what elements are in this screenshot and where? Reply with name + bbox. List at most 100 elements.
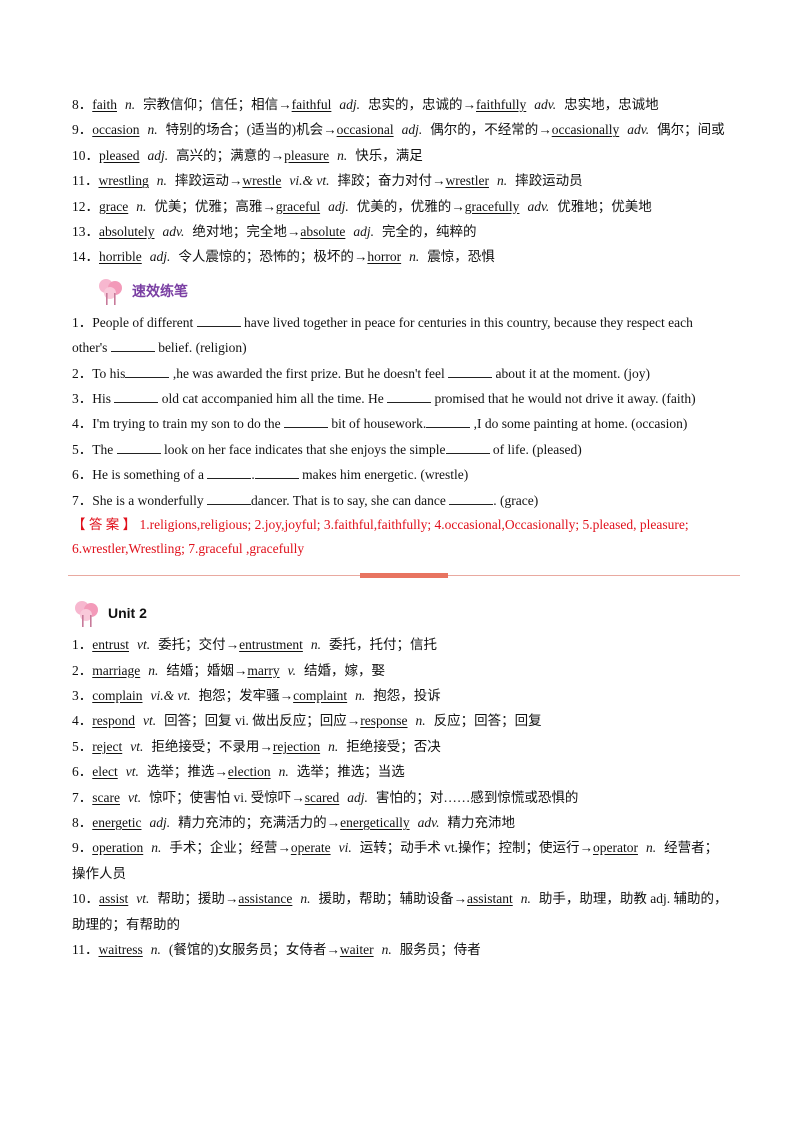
- definition: 抱怨，投诉: [373, 687, 441, 703]
- part-of-speech: adj.: [147, 147, 169, 163]
- derived-word: occasionally: [551, 122, 620, 138]
- part-of-speech: n.: [409, 249, 420, 265]
- definition: 忠实的，忠诚的→: [368, 97, 477, 112]
- item-number: 7．: [72, 492, 93, 508]
- part-of-speech: n.: [147, 122, 158, 138]
- answer-blank[interactable]: [114, 390, 159, 404]
- sentence-text: ,he was awarded the first prize. But he …: [169, 365, 449, 381]
- definition: 令人震惊的；恐怖的；极坏的→: [178, 249, 368, 265]
- item-number: 10．: [72, 147, 99, 163]
- answer-blank[interactable]: [445, 441, 490, 454]
- answer-blank[interactable]: [387, 390, 432, 404]
- item-number: 11．: [72, 173, 99, 189]
- answer-blank[interactable]: [206, 492, 251, 505]
- answer-blank[interactable]: [125, 365, 170, 378]
- practice-item: 5．The look on her face indicates that sh…: [72, 437, 730, 462]
- item-number: 3．: [72, 391, 93, 407]
- definition: 摔跤；奋力对付→: [337, 173, 446, 189]
- part-of-speech: n.: [278, 764, 289, 780]
- sentence-text: She is a wonderfully: [92, 492, 207, 508]
- headword: absolutely: [99, 224, 155, 240]
- practice-list: 1．People of different have lived togethe…: [72, 310, 730, 513]
- part-of-speech: n.: [300, 891, 311, 907]
- practice-item: 6．He is something of a . makes him energ…: [72, 462, 730, 487]
- item-number: 14．: [72, 249, 99, 265]
- part-of-speech: vi.: [338, 840, 352, 856]
- sentence-text: dancer. That is to say, she can dance: [250, 492, 450, 508]
- part-of-speech: vt.: [137, 637, 151, 653]
- answer-blank[interactable]: [284, 415, 329, 429]
- derived-word: gracefully: [464, 198, 520, 214]
- item-number: 1．: [72, 314, 93, 330]
- blossom-tree-icon: [75, 601, 98, 628]
- derived-word: election: [227, 764, 271, 780]
- item-number: 13．: [72, 224, 99, 240]
- derived-word: occasional: [336, 122, 394, 138]
- sentence-text: ,I do some painting at home. (occasion): [470, 416, 688, 432]
- definition: 回答；回复 vi. 做出反应；回应→: [164, 713, 361, 729]
- part-of-speech: n.: [328, 738, 339, 754]
- headword: complain: [92, 687, 143, 703]
- definition: 绝对地；完全地→: [192, 224, 301, 240]
- sentence-text: To his: [92, 365, 126, 381]
- derived-word: response: [360, 713, 408, 729]
- answer-blank[interactable]: [254, 466, 299, 480]
- derived-word: waiter: [339, 941, 374, 957]
- answer-blank[interactable]: [116, 441, 161, 454]
- definition: 忠实地，忠诚地: [564, 97, 659, 112]
- derived-word: operate: [290, 840, 331, 856]
- answer-blank[interactable]: [449, 492, 494, 505]
- definition: 选举；推选→: [146, 764, 228, 780]
- item-number: 6．: [72, 467, 93, 483]
- item-number: 4．: [72, 713, 93, 729]
- definition: 优雅地；优美地: [557, 198, 652, 214]
- sentence-text: of life. (pleased): [489, 441, 582, 457]
- definition: 优美；优雅；高雅→: [154, 198, 276, 214]
- answer-blank[interactable]: [196, 314, 241, 327]
- definition: 手术；企业；经营→: [169, 840, 291, 856]
- definition: 委托；交付→: [158, 637, 240, 653]
- part-of-speech: n.: [381, 941, 392, 957]
- answer-blank[interactable]: [426, 415, 471, 429]
- unit2-header: Unit 2: [72, 594, 730, 632]
- part-of-speech: vt.: [125, 764, 139, 780]
- sentence-text: makes him energetic. (wrestle): [298, 467, 469, 483]
- headword: grace: [99, 198, 129, 214]
- part-of-speech: adj.: [149, 249, 171, 265]
- definition: 反应；回答；回复: [433, 713, 542, 729]
- headword: horrible: [99, 249, 142, 265]
- practice-item: 2．To his ,he was awarded the first prize…: [72, 361, 730, 386]
- definition: 高兴的；满意的→: [176, 147, 285, 163]
- headword: waitress: [98, 941, 143, 957]
- item-number: 8．: [72, 97, 93, 112]
- derived-word: entrustment: [239, 637, 303, 653]
- part-of-speech: adv.: [417, 814, 440, 830]
- sentence-text: He is something of a: [92, 467, 208, 483]
- headword: reject: [92, 738, 123, 754]
- definition: (餐馆的)女服务员；女侍者→: [168, 941, 340, 957]
- part-of-speech: vt.: [130, 738, 144, 754]
- practice-item: 7．She is a wonderfully dancer. That is t…: [72, 488, 730, 513]
- part-of-speech: n.: [355, 687, 366, 703]
- headword: entrust: [92, 637, 129, 653]
- derived-word: energetically: [340, 814, 410, 830]
- definition: 拒绝接受；否决: [346, 738, 441, 754]
- derived-word: marry: [247, 662, 280, 678]
- part-of-speech: adj.: [401, 122, 423, 138]
- answer-blank[interactable]: [110, 339, 155, 353]
- item-number: 2．: [72, 365, 93, 381]
- answer-blank[interactable]: [207, 466, 252, 480]
- definition: 害怕的；对……感到惊慌或恐惧的: [375, 789, 579, 805]
- unit2-title: Unit 2: [108, 605, 147, 622]
- derived-word: operator: [592, 840, 638, 856]
- answer-blank[interactable]: [448, 365, 493, 378]
- part-of-speech: vi.& vt.: [289, 173, 330, 189]
- derived-word: absolute: [300, 224, 346, 240]
- headword: marriage: [92, 662, 141, 678]
- part-of-speech: vt.: [143, 713, 157, 729]
